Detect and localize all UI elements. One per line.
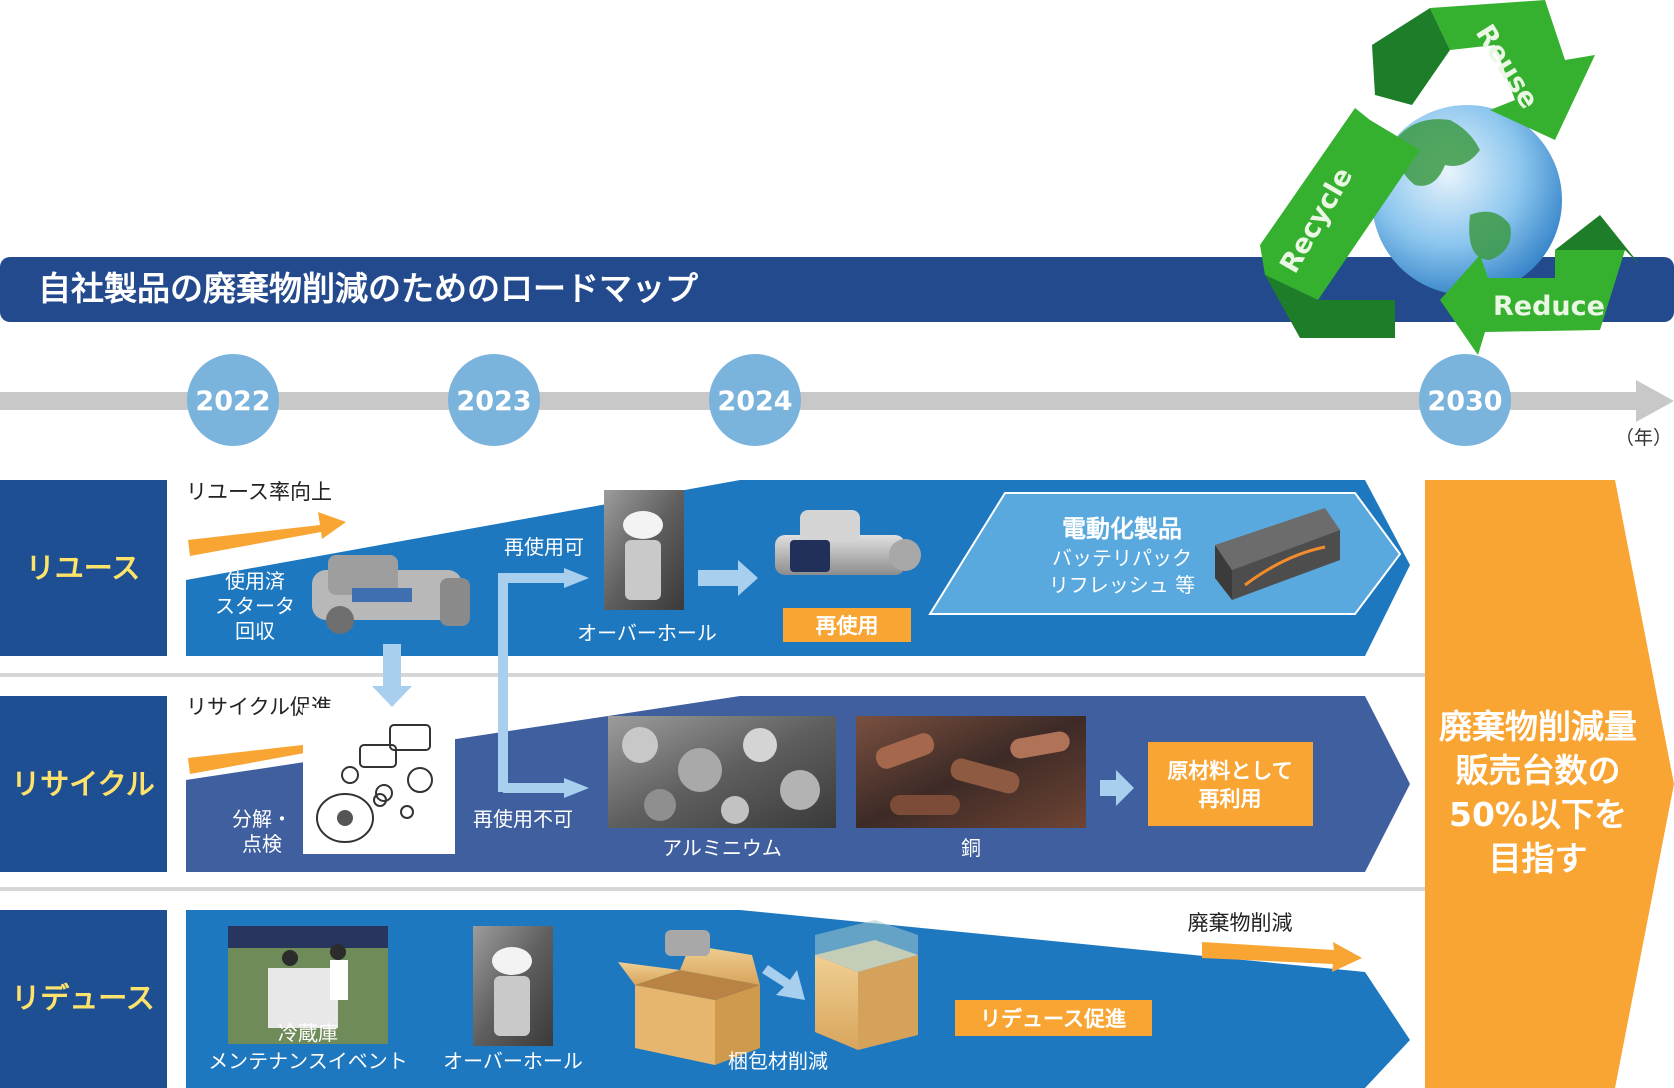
raw-material-label: 再利用 <box>1199 787 1262 811</box>
reuse-arrow-icon <box>1430 0 1595 140</box>
year-label: 2030 <box>1427 386 1502 417</box>
overhaul-label: オーバーホール <box>577 621 717 645</box>
new-starter-image <box>775 510 921 575</box>
raw-material-badge <box>1148 742 1313 826</box>
open-box-image <box>618 930 760 1065</box>
fridge-event-image <box>228 926 388 1044</box>
inspect-label: 分解・ 点検 <box>232 807 292 856</box>
right-arrow-icon <box>698 560 758 596</box>
reusable-label: 再使用可 <box>504 535 584 559</box>
row-divider <box>0 673 1425 677</box>
page-title: 自社製品の廃棄物削減のためのロードマップ <box>38 269 699 308</box>
closed-box-image <box>815 920 918 1050</box>
title-bar <box>0 257 1674 322</box>
svg-text:50%以下を: 50%以下を <box>1449 795 1627 834</box>
trend-arrow-icon <box>188 730 346 774</box>
fridge-label: メンテナンスイベント <box>208 1049 408 1073</box>
year-label: 2024 <box>717 386 792 417</box>
reduce-trend-label: 廃棄物削減 <box>1188 911 1293 935</box>
svg-text:分解・: 分解・ <box>232 807 292 831</box>
reuse-badge <box>783 608 911 642</box>
year-marker: 2023 <box>448 354 540 446</box>
right-arrow-icon <box>762 965 805 1000</box>
ev-title: 電動化製品 <box>1062 515 1182 543</box>
battery-pack-image <box>1215 508 1340 600</box>
branch-arrow-icon <box>564 568 589 588</box>
overhaul-image <box>604 490 684 610</box>
branch-connector <box>498 573 566 792</box>
svg-text:回収: 回収 <box>235 619 275 643</box>
trend-arrow-icon <box>1202 942 1362 972</box>
reduce-badge <box>955 1000 1152 1036</box>
used-starter-image <box>312 555 470 634</box>
svg-text:目指す: 目指す <box>1489 839 1588 878</box>
aluminum-image <box>608 716 836 828</box>
recycle-logo: Reuse Recycle Reduce <box>1260 0 1640 355</box>
not-reusable-label: 再使用不可 <box>473 807 573 831</box>
packaging-label: 梱包材削減 <box>728 1049 828 1073</box>
svg-text:販売台数の: 販売台数の <box>1456 751 1621 790</box>
fridge-label: 冷蔵庫 <box>278 1021 338 1045</box>
row-divider <box>0 887 1425 891</box>
trend-arrow-icon <box>188 512 346 556</box>
svg-text:廃棄物削減量: 廃棄物削減量 <box>1439 707 1637 746</box>
svg-text:使用済: 使用済 <box>225 569 285 593</box>
year-marker: 2022 <box>187 354 279 446</box>
reuse-trend-label: リユース率向上 <box>186 480 332 504</box>
ev-line: バッテリパック <box>1052 546 1192 570</box>
copper-label: 銅 <box>961 836 981 860</box>
timeline-unit: （年） <box>1615 427 1672 449</box>
timeline-bar <box>0 392 1640 410</box>
right-arrow-icon <box>1100 770 1134 806</box>
globe-landmass <box>1395 119 1511 260</box>
raw-material-label: 原材料として <box>1167 759 1292 783</box>
recycle-arrow-dark <box>1265 275 1395 338</box>
reduce-overhaul-image <box>473 926 553 1046</box>
year-marker: 2030 <box>1419 354 1511 446</box>
ev-line: リフレッシュ 等 <box>1049 573 1195 597</box>
row-label-reuse: リユース <box>0 480 167 656</box>
collect-label: 使用済 スタータ 回収 <box>215 569 295 643</box>
year-marker: 2024 <box>709 354 801 446</box>
goal-arrow <box>1425 480 1674 1088</box>
reduce-arrow-dark <box>1555 215 1640 265</box>
copper-image <box>856 716 1086 828</box>
row-label-recycle: リサイクル <box>0 696 167 872</box>
reduce-arrow-icon <box>1440 250 1625 355</box>
svg-text:リユース: リユース <box>26 551 141 585</box>
reduce-overhaul-label: オーバーホール <box>443 1049 583 1073</box>
svg-text:リデュース: リデュース <box>11 981 155 1015</box>
recycle-arrow-icon <box>1260 108 1420 300</box>
reduce-badge-label: リデュース促進 <box>980 1007 1126 1031</box>
reuse-badge-label: 再使用 <box>816 614 879 638</box>
year-label: 2023 <box>456 386 531 417</box>
aluminum-label: アルミニウム <box>662 836 782 860</box>
timeline-arrowhead <box>1636 380 1674 422</box>
svg-text:点検: 点検 <box>242 832 282 856</box>
svg-text:リサイクル: リサイクル <box>11 767 155 801</box>
reuse-arrow-dark <box>1372 8 1450 105</box>
disassembly-image <box>303 708 455 854</box>
branch-arrow-icon <box>564 778 589 798</box>
svg-text:スタータ: スタータ <box>215 594 295 618</box>
down-arrow-icon <box>372 644 412 707</box>
year-label: 2022 <box>195 386 270 417</box>
logo-reduce-text: Reduce <box>1493 291 1605 322</box>
timeline: 2022 2023 2024 2030 （年） <box>0 354 1674 449</box>
goal-text: 廃棄物削減量 販売台数の 50%以下を 目指す <box>1439 707 1637 878</box>
row-label-reduce: リデュース <box>0 910 167 1088</box>
